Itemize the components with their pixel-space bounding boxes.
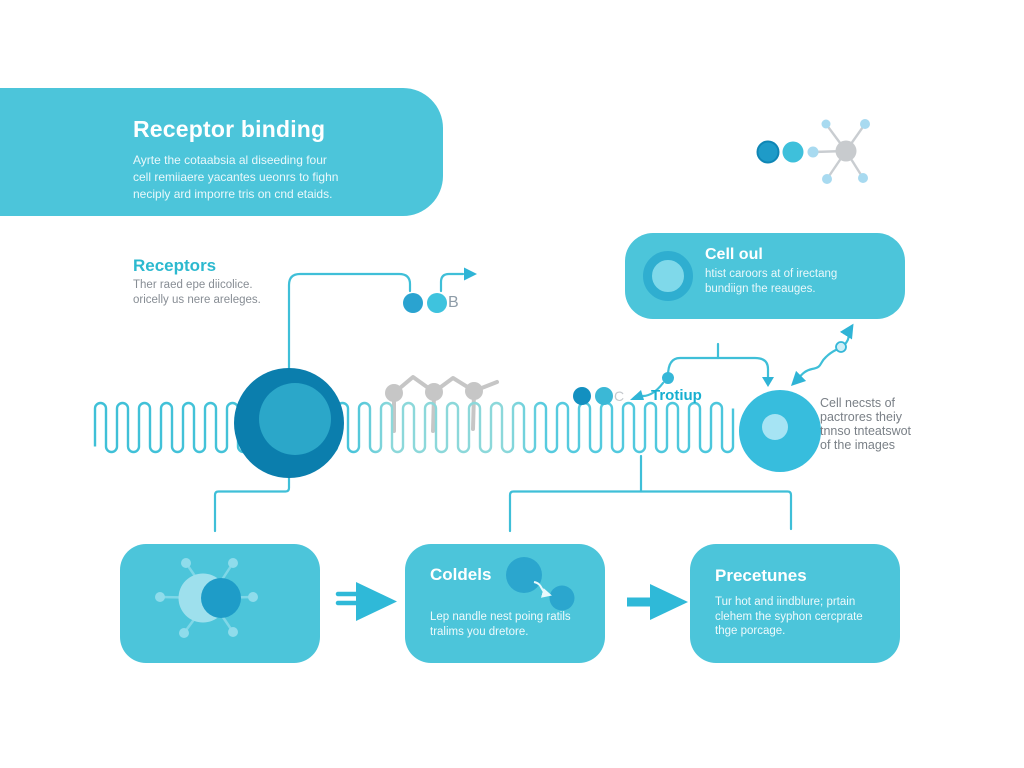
squiggle-arrow: [790, 323, 854, 387]
process-box-precetunes: [690, 544, 900, 663]
signal-molecule-gray-icon: [385, 375, 499, 433]
cell-oul-line: htist caroors at of irectang: [705, 268, 838, 280]
side-note-line: pactrores theiy: [820, 410, 902, 424]
process-box-coldels: [405, 544, 605, 663]
label-trotiup: Trotiup: [651, 387, 702, 404]
right-arrow-icon: [627, 584, 688, 620]
precetunes-title: Precetunes: [715, 566, 807, 585]
precetunes-line: clehem the syphon cercprate: [715, 610, 863, 623]
receptors-heading: Receptors: [133, 256, 217, 275]
ligand-pair-top-icon: [756, 140, 804, 164]
page-title: Receptor binding: [133, 116, 326, 142]
ligand-pair-b-icon: [403, 293, 447, 313]
receptor-cell-icon: [234, 368, 344, 478]
side-note-line: Cell necsts of: [820, 396, 896, 410]
arrow-left-icon: [630, 390, 644, 400]
molecule-icon: [807, 119, 870, 184]
receptor-binding-panel: [0, 88, 443, 216]
label-b: B: [448, 294, 459, 311]
cell-membrane-pattern: [93, 401, 735, 454]
cell-ring-icon: [643, 251, 693, 301]
connector-node: [662, 372, 674, 384]
receptors-note-line: Ther raed epe diicolice.: [133, 279, 253, 291]
target-cell-icon: [739, 390, 821, 472]
cell-oul-title: Cell oul: [705, 246, 763, 263]
precetunes-line: thge porcage.: [715, 625, 786, 637]
precetunes-line: Tur hot and iindblure; prtain: [715, 596, 856, 608]
ligand-pair-c-icon: [573, 387, 613, 405]
coldels-line: Lep nandle nest poing ratils: [430, 611, 571, 623]
intro-line: neciply ard imporre tris on cnd etaids.: [133, 187, 333, 201]
intro-line: Ayrte the cotaabsia al diseeding four: [133, 153, 327, 167]
arrow-right-icon: [464, 267, 477, 281]
intro-line: cell remiiaere yacantes ueonrs to fighn: [133, 170, 339, 184]
squiggle-node: [835, 341, 847, 353]
label-c: C: [614, 388, 625, 404]
side-note-line: tnnso tnteatswot: [820, 424, 912, 438]
side-note-line: of the images: [820, 438, 896, 452]
receptors-note-line: oricelly us nere areleges.: [133, 293, 261, 306]
arrow-down-icon: [762, 377, 774, 387]
cell-oul-line: bundiign the reauges.: [705, 283, 816, 295]
coldels-line: tralims you dretore.: [430, 625, 529, 638]
coldels-title: Coldels: [430, 565, 492, 584]
fast-forward-arrow-icon: [335, 582, 397, 621]
process-box-1: [120, 544, 320, 663]
